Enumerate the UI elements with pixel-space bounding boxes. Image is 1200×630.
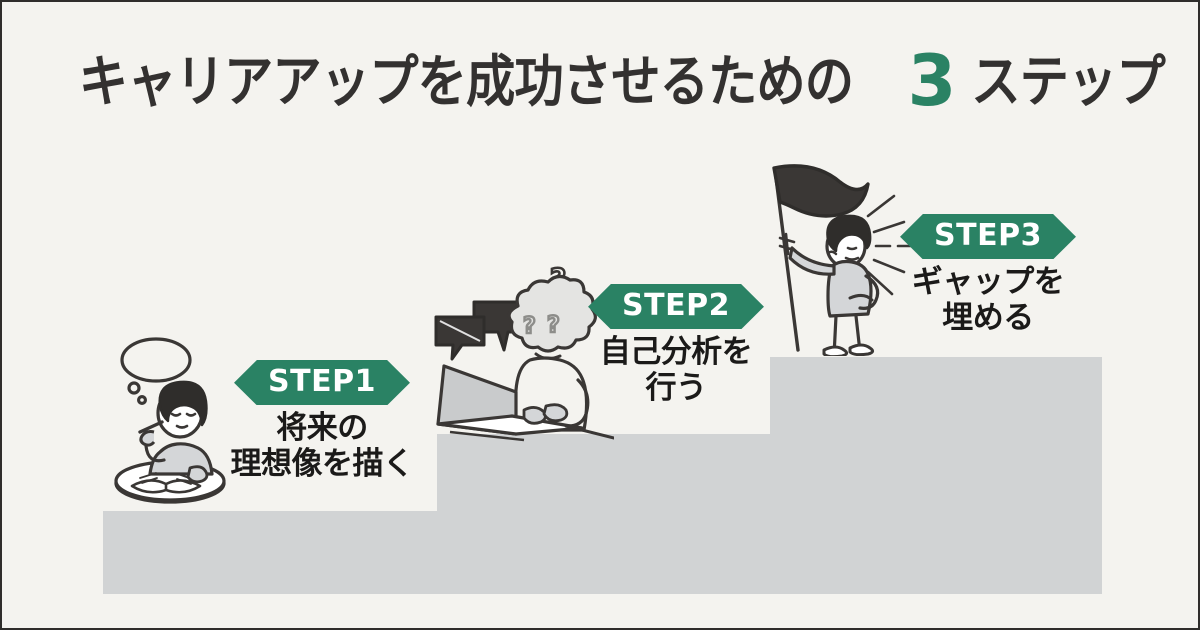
- cloud-head: ? ?: [507, 274, 597, 353]
- page-title-part2: ステップ: [971, 50, 1166, 115]
- stair-step-2: [437, 434, 771, 594]
- laptop-base: [436, 414, 584, 436]
- step-caption-1: 将来の 理想像を描く: [230, 410, 415, 483]
- step-caption-2: 自己分析を 行う: [599, 334, 753, 407]
- radiating-lines: [866, 194, 912, 296]
- flag-cloth: [772, 164, 870, 218]
- stair-step-3: [770, 357, 1102, 594]
- step-badge-3[interactable]: STEP3: [900, 214, 1076, 260]
- illustration-person-laptop: ? ? ?: [430, 260, 614, 442]
- step-block-2: STEP2 自己分析を 行う: [578, 284, 774, 407]
- page-title-number: 3: [907, 40, 957, 122]
- speech-bubble-front: [434, 315, 486, 361]
- stair-step-1: [103, 511, 438, 594]
- step-badge-1[interactable]: STEP1: [234, 360, 410, 406]
- illustration-person-flag: [750, 154, 930, 356]
- illustration-person-thinking: [94, 336, 254, 514]
- step-block-1: STEP1 将来の 理想像を描く: [212, 360, 432, 483]
- step-badge-2[interactable]: STEP2: [588, 284, 764, 330]
- svg-text:?: ?: [523, 314, 536, 339]
- svg-text:?: ?: [547, 313, 560, 338]
- step-caption-3: ギャップを 埋める: [911, 264, 1065, 337]
- step-block-3: STEP3 ギャップを 埋める: [882, 214, 1094, 337]
- page-title-part1: キャリアアップを成功させるための: [78, 50, 853, 115]
